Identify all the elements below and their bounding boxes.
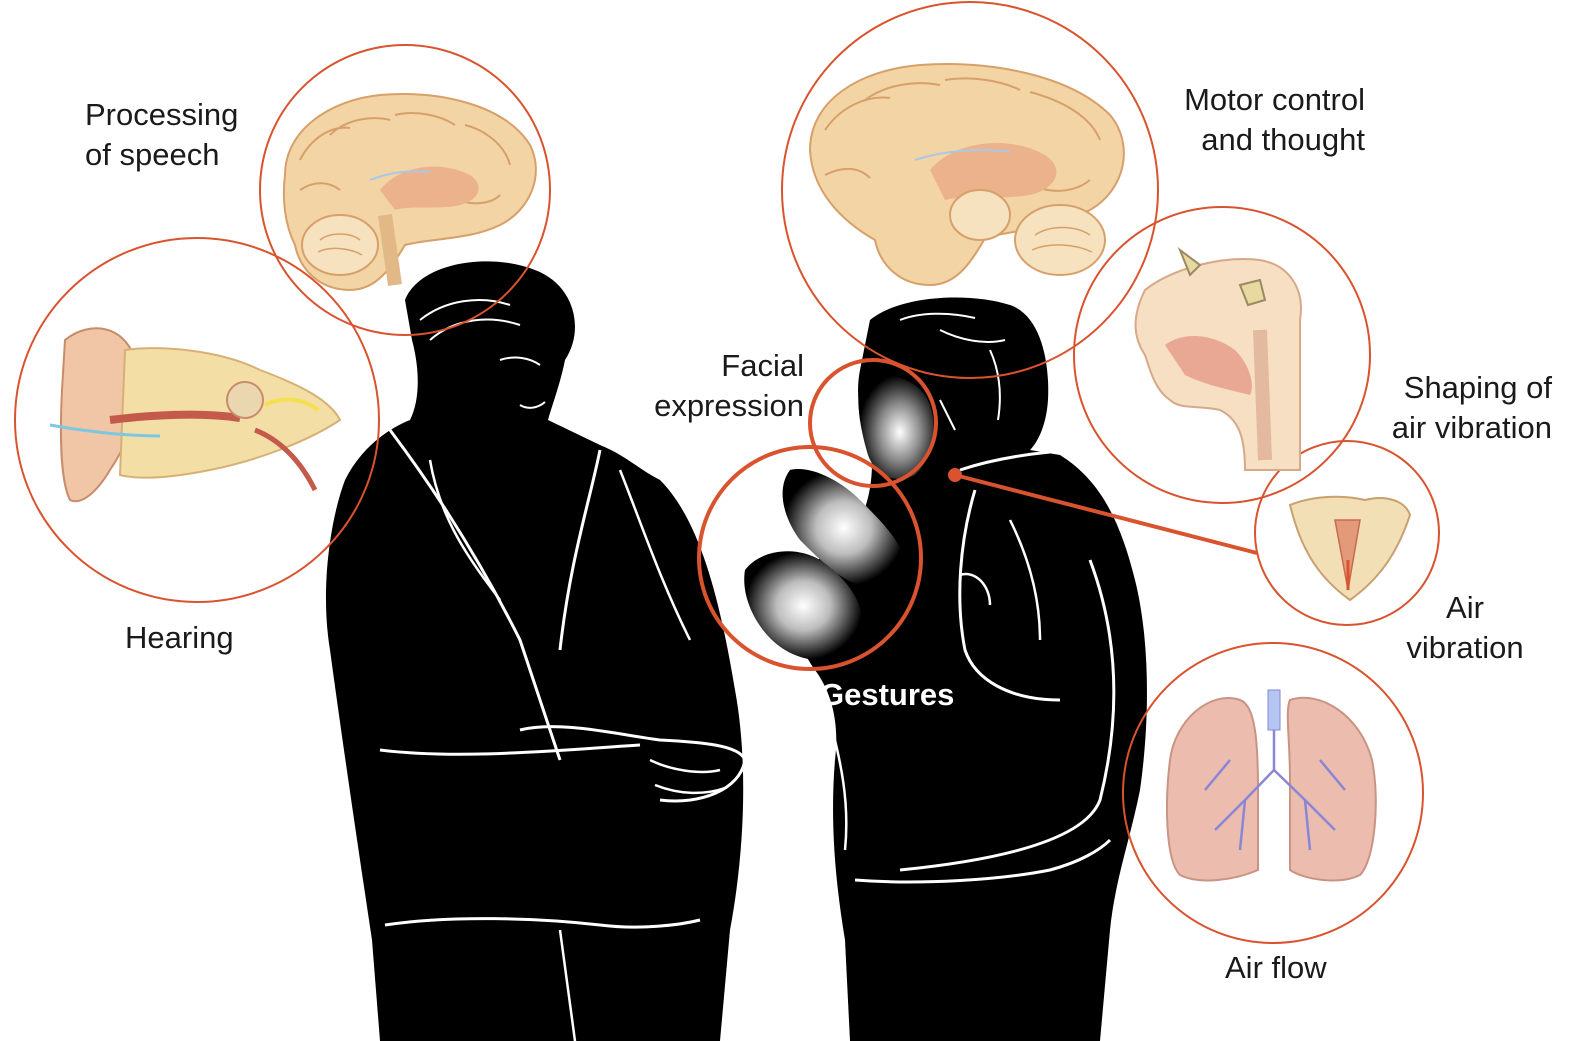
air-vibration-label: Air vibration xyxy=(1395,588,1535,668)
hearing-label: Hearing xyxy=(125,618,234,658)
motor-control-line-2: and thought xyxy=(1160,120,1365,160)
air-vibration-line-2: vibration xyxy=(1395,628,1535,668)
processing-of-speech-line-2: of speech xyxy=(85,135,238,175)
processing-of-speech-line-1: Processing xyxy=(85,95,238,135)
air-vibration-line-1: Air xyxy=(1395,588,1535,628)
facial-expression-label: Facial expression xyxy=(620,346,804,426)
ear-anatomy-icon xyxy=(50,328,340,501)
air-flow-label: Air flow xyxy=(1225,948,1327,988)
shaping-of-air-vibration-line-1: Shaping of xyxy=(1360,368,1552,408)
facial-expression-line-2: expression xyxy=(620,386,804,426)
brain-sagittal-icon xyxy=(284,94,536,290)
brain-sagittal-icon xyxy=(810,64,1124,285)
facial-expression-line-1: Facial xyxy=(620,346,804,386)
gestures-label: Gestures xyxy=(820,675,954,715)
shaping-of-air-vibration-line-2: air vibration xyxy=(1360,408,1552,448)
lungs-icon xyxy=(1167,690,1376,880)
motor-control-line-1: Motor control xyxy=(1160,80,1365,120)
head-airway-icon xyxy=(1136,250,1301,470)
shaping-of-air-vibration-label: Shaping of air vibration xyxy=(1360,368,1552,448)
larynx-icon xyxy=(1290,497,1410,600)
motor-control-label: Motor control and thought xyxy=(1160,80,1365,160)
processing-of-speech-label: Processing of speech xyxy=(85,95,238,175)
